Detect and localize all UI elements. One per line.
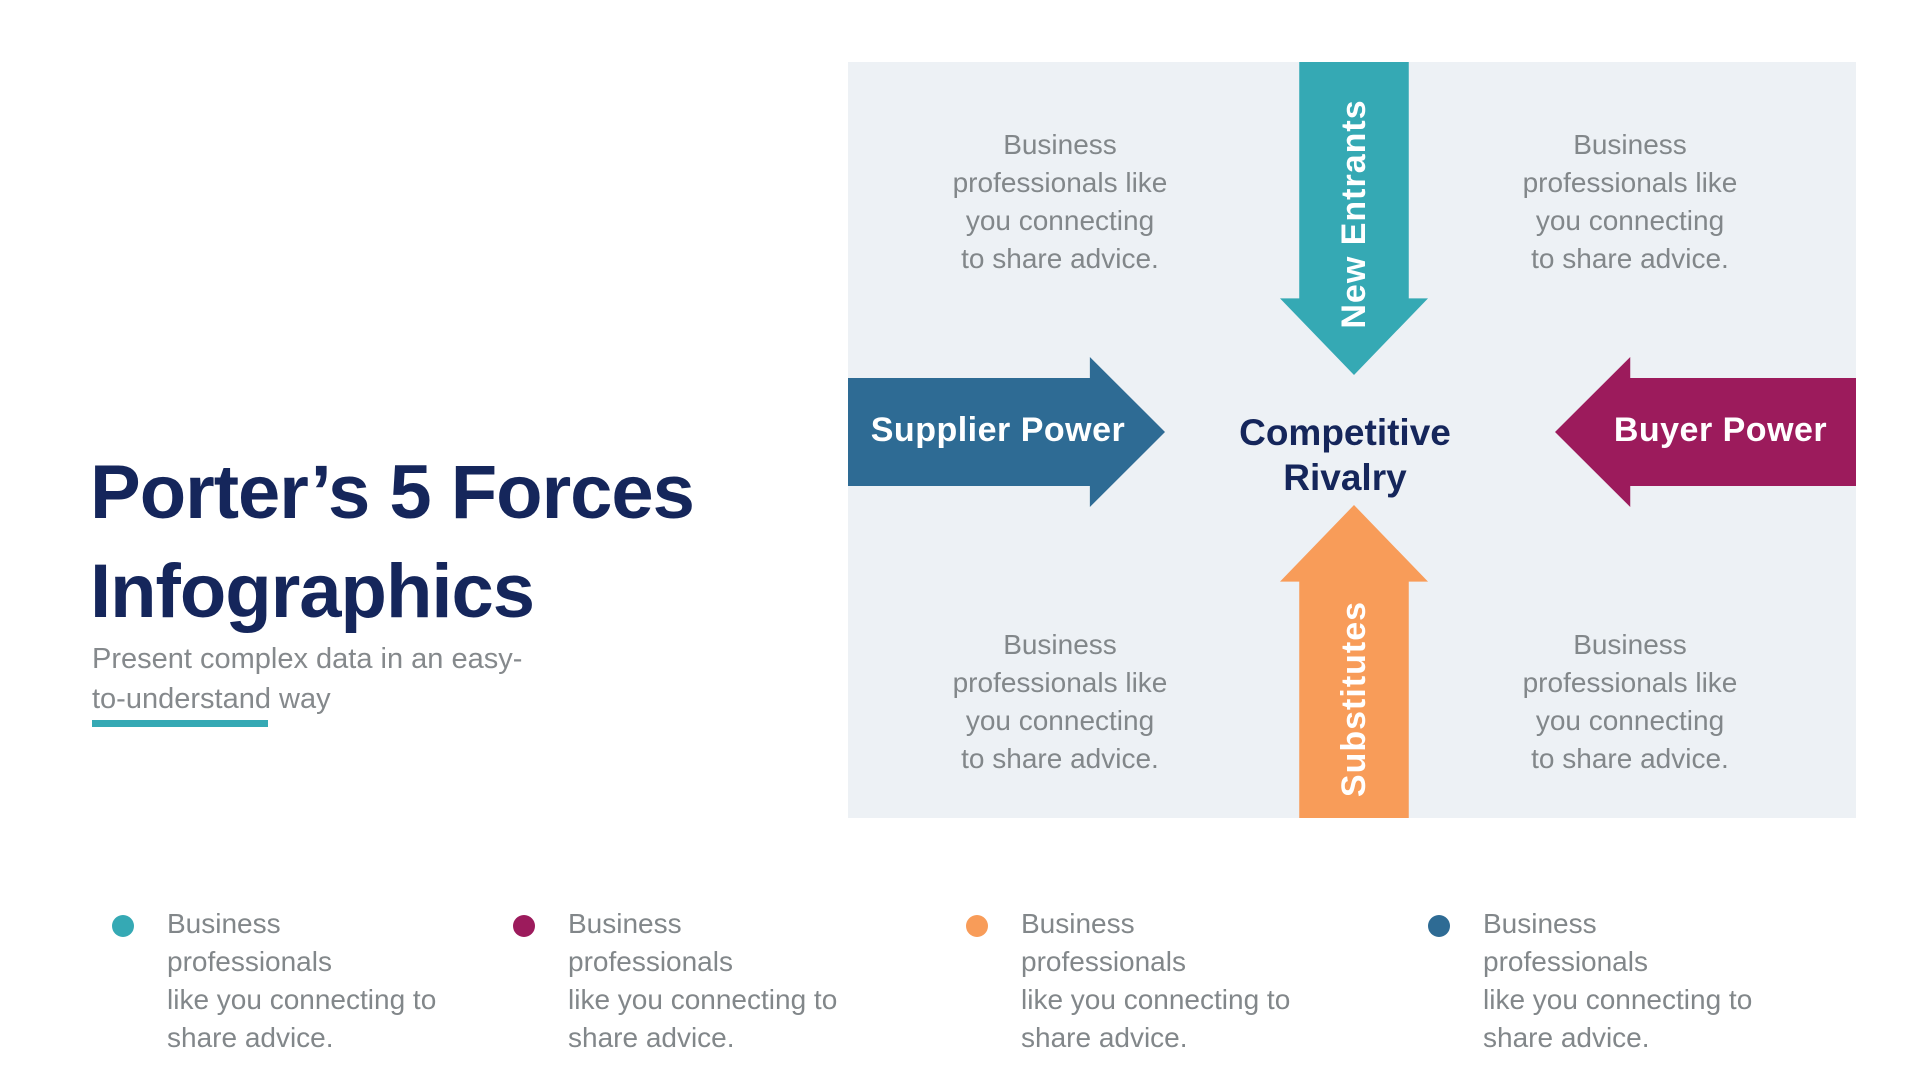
competitive-rivalry-label: Competitive Rivalry	[1239, 412, 1451, 498]
substitutes-label: Substitutes	[1335, 600, 1373, 798]
legend-text: Business professionals like you connecti…	[568, 908, 838, 1053]
new-entrants-label: New Entrants	[1335, 99, 1373, 329]
accent-rule	[92, 720, 268, 727]
legend-text: Business professionals like you connecti…	[1021, 908, 1291, 1053]
new-entrants-arrow: New Entrants	[1280, 62, 1428, 375]
supplier-power-arrow: Supplier Power	[848, 357, 1165, 507]
supplier-power-label: Supplier Power	[870, 411, 1126, 449]
slide-subtitle: Present complex data in an easy- to-unde…	[92, 643, 523, 715]
teal-dot-icon	[112, 915, 134, 937]
note-bottom-left: Business professionals like you connecti…	[952, 629, 1168, 774]
right-arrow-icon	[848, 357, 1165, 507]
orange-dot-icon	[966, 915, 988, 937]
substitutes-arrow: Substitutes	[1280, 505, 1428, 818]
note-top-right: Business professionals like you connecti…	[1522, 129, 1738, 274]
buyer-power-arrow: Buyer Power	[1555, 357, 1856, 507]
note-top-left: Business professionals like you connecti…	[952, 129, 1168, 274]
slide-title: Porter’s 5 Forces Infographics	[90, 449, 695, 634]
note-bottom-right: Business professionals like you connecti…	[1522, 629, 1738, 774]
down-arrow-icon	[1280, 62, 1428, 375]
berry-dot-icon	[513, 915, 535, 937]
blue-dot-icon	[1428, 915, 1450, 937]
legend-text: Business professionals like you connecti…	[167, 908, 437, 1053]
buyer-power-label: Buyer Power	[1613, 411, 1828, 449]
forces-panel: Business professionals like you connecti…	[848, 62, 1856, 818]
up-arrow-icon	[1280, 505, 1428, 818]
legend-text: Business professionals like you connecti…	[1483, 908, 1753, 1053]
